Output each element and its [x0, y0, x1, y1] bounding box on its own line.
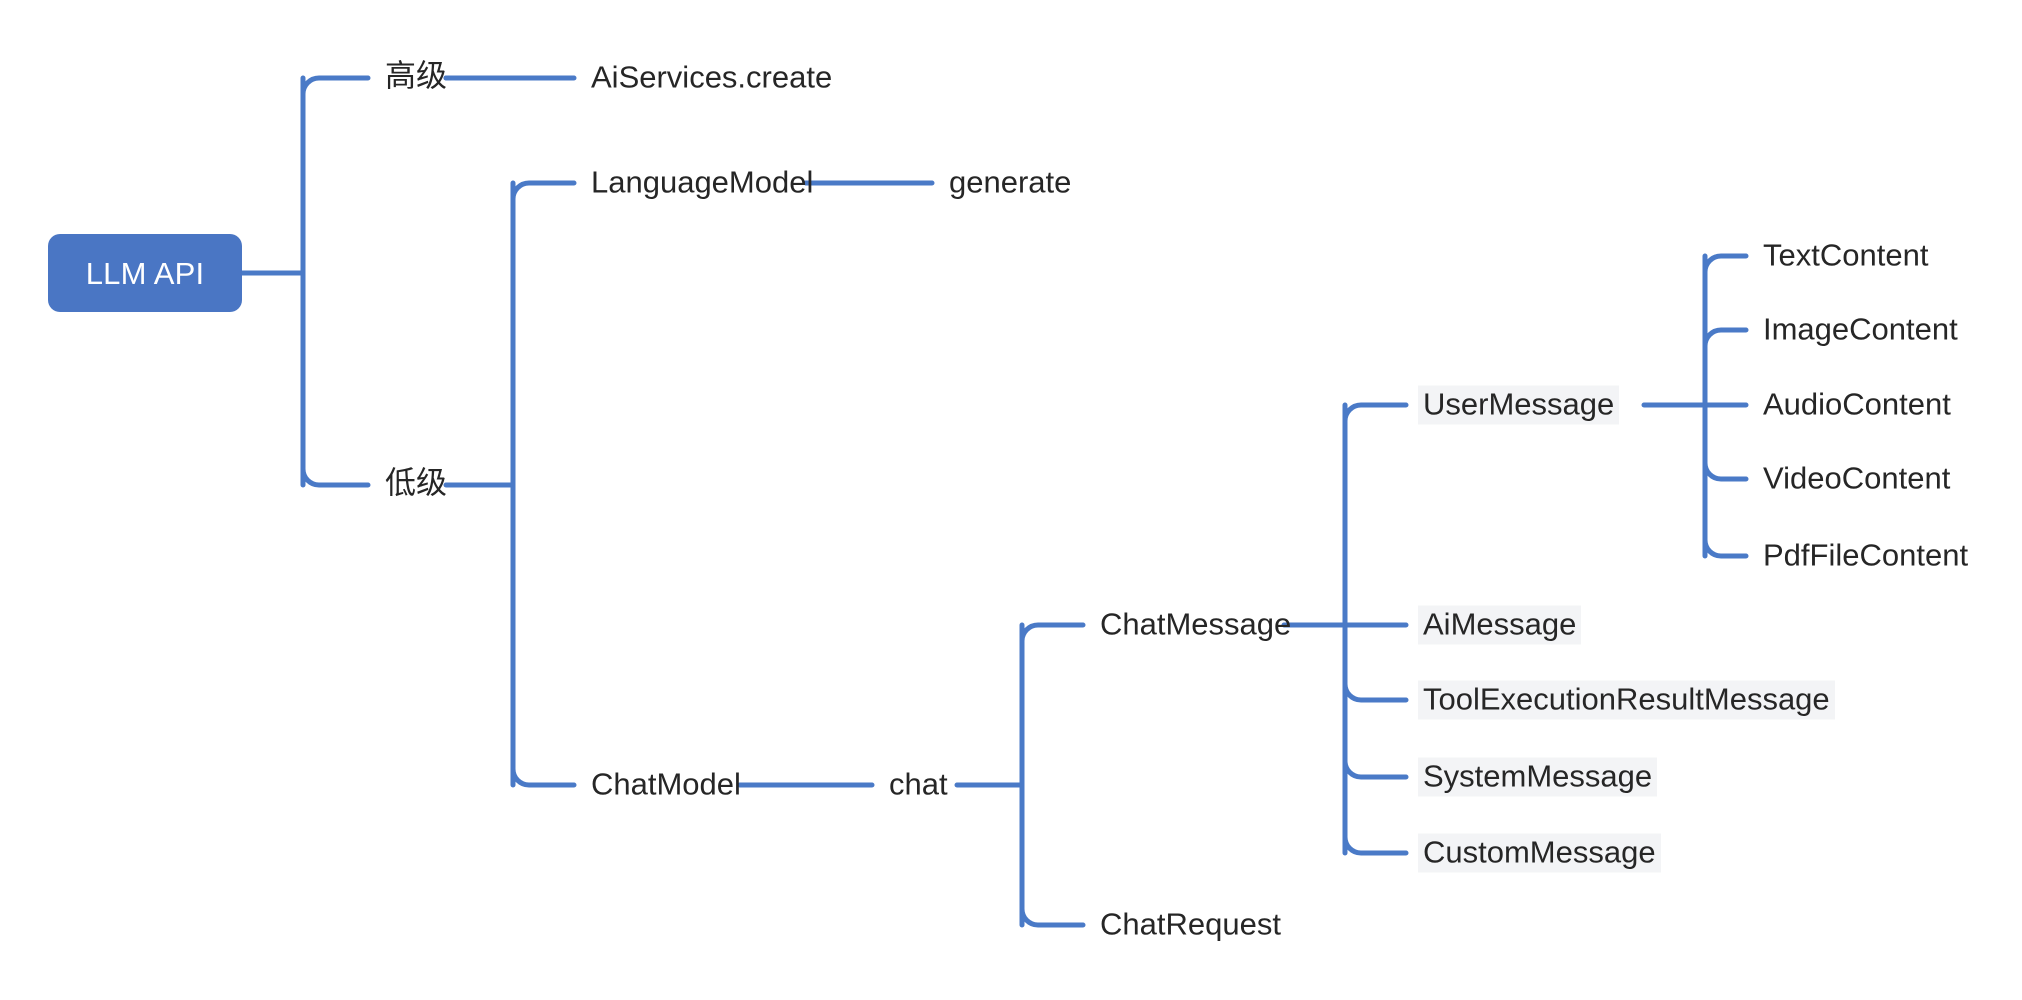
node-label-chatmessage: ChatMessage: [1100, 606, 1292, 642]
node-textcontent[interactable]: TextContent: [1758, 237, 1933, 276]
usermsg-branch-link: [1702, 537, 1749, 559]
node-label-chatmodel: ChatModel: [591, 766, 741, 802]
node-generate[interactable]: generate: [944, 164, 1076, 203]
node-label-toolmsg: ToolExecutionResultMessage: [1418, 680, 1835, 720]
node-lowlevel[interactable]: 低级: [380, 466, 452, 505]
node-label-audcontent: AudioContent: [1763, 386, 1951, 422]
chatmessage-branch-link: [1342, 834, 1409, 856]
node-label-sysmsg: SystemMessage: [1418, 757, 1658, 797]
node-usermsg[interactable]: UserMessage: [1418, 385, 1620, 425]
node-label-custmsg: CustomMessage: [1418, 833, 1661, 873]
node-label-root: LLM API: [85, 255, 205, 291]
node-label-aiservices: AiServices.create: [591, 59, 833, 95]
lowlevel-branch-link: [510, 766, 577, 788]
node-chatmodel[interactable]: ChatModel: [586, 766, 746, 805]
chatmessage-branch-link: [1342, 758, 1409, 780]
root-branch-link: [300, 75, 371, 97]
node-root[interactable]: LLM API: [48, 234, 242, 312]
node-aimsg[interactable]: AiMessage: [1418, 605, 1582, 645]
node-label-usermsg: UserMessage: [1418, 385, 1620, 425]
node-label-chatrequest: ChatRequest: [1100, 906, 1281, 942]
node-sysmsg[interactable]: SystemMessage: [1418, 757, 1658, 797]
usermsg-branch-link: [1702, 327, 1749, 349]
node-pdfcontent[interactable]: PdfFileContent: [1758, 537, 1973, 576]
lowlevel-branch-link: [510, 180, 577, 202]
node-label-vidcontent: VideoContent: [1763, 460, 1951, 496]
chatmessage-branch-link: [1342, 402, 1409, 424]
chat-branch-link: [1019, 622, 1086, 644]
node-label-chat: chat: [889, 766, 948, 802]
node-chatrequest[interactable]: ChatRequest: [1095, 906, 1286, 945]
usermsg-branch-link: [1702, 460, 1749, 482]
chatmessage-branch-link: [1342, 681, 1409, 703]
node-label-textcontent: TextContent: [1763, 237, 1929, 273]
node-imgcontent[interactable]: ImageContent: [1758, 311, 1963, 350]
node-label-generate: generate: [949, 164, 1072, 200]
node-advanced[interactable]: 高级: [380, 59, 452, 98]
node-chat[interactable]: chat: [884, 766, 953, 805]
root-branch-link: [300, 466, 371, 488]
node-vidcontent[interactable]: VideoContent: [1758, 460, 1955, 499]
node-label-lowlevel: 低级: [385, 465, 447, 502]
node-label-aimsg: AiMessage: [1418, 605, 1582, 645]
node-custmsg[interactable]: CustomMessage: [1418, 833, 1661, 873]
node-label-advanced: 高级: [385, 58, 447, 95]
node-audcontent[interactable]: AudioContent: [1758, 386, 1956, 425]
chat-branch-link: [1019, 906, 1086, 928]
node-label-imgcontent: ImageContent: [1763, 311, 1958, 347]
node-label-pdfcontent: PdfFileContent: [1763, 537, 1969, 573]
node-aiservices[interactable]: AiServices.create: [586, 59, 837, 98]
node-label-langmodel: LanguageModel: [591, 164, 814, 200]
usermsg-branch-link: [1702, 253, 1749, 275]
node-chatmessage[interactable]: ChatMessage: [1095, 606, 1296, 645]
node-langmodel[interactable]: LanguageModel: [586, 164, 818, 203]
node-toolmsg[interactable]: ToolExecutionResultMessage: [1418, 680, 1835, 720]
